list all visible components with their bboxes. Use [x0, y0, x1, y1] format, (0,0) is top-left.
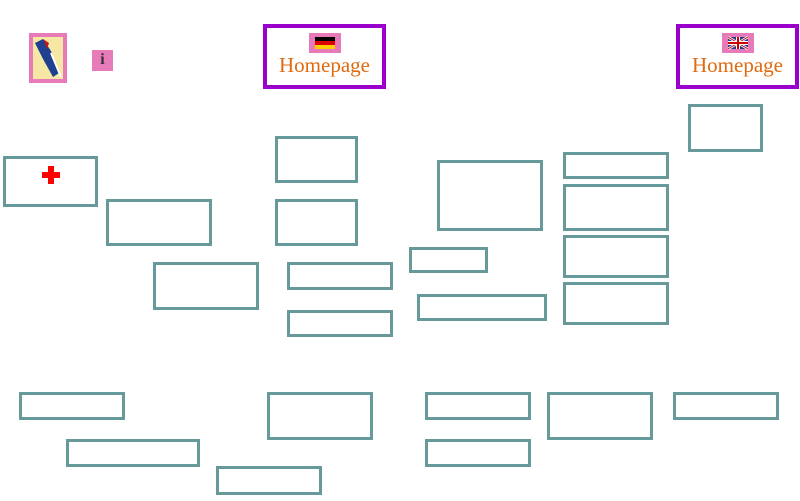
homepage-german-link[interactable]: Homepage	[263, 24, 386, 89]
link-box[interactable]	[425, 439, 531, 467]
first-aid-box[interactable]	[3, 156, 98, 207]
link-box[interactable]	[287, 310, 393, 337]
woodpecker-logo[interactable]	[29, 33, 67, 83]
red-cross-icon	[42, 166, 60, 184]
homepage-english-link[interactable]: Homepage	[676, 24, 799, 89]
link-box[interactable]	[275, 136, 358, 183]
link-box[interactable]	[563, 235, 669, 278]
link-box[interactable]	[563, 184, 669, 231]
link-box[interactable]	[688, 104, 763, 152]
link-box[interactable]	[287, 262, 393, 290]
link-box[interactable]	[19, 392, 125, 420]
link-box[interactable]	[267, 392, 373, 440]
link-box[interactable]	[275, 199, 358, 246]
link-box[interactable]	[437, 160, 543, 231]
woodpecker-logo-icon	[33, 37, 63, 79]
uk-flag-icon	[721, 33, 754, 53]
homepage-english-label: Homepage	[692, 53, 783, 77]
link-box[interactable]	[563, 152, 669, 179]
link-box[interactable]	[216, 466, 322, 495]
link-box[interactable]	[106, 199, 212, 246]
link-box[interactable]	[673, 392, 779, 420]
link-box[interactable]	[409, 247, 488, 273]
info-icon: i	[100, 51, 105, 68]
info-button[interactable]: i	[92, 50, 113, 71]
link-box[interactable]	[66, 439, 200, 467]
homepage-german-label: Homepage	[279, 53, 370, 77]
link-box[interactable]	[417, 294, 547, 321]
link-box[interactable]	[563, 282, 669, 325]
link-box[interactable]	[547, 392, 653, 440]
link-box[interactable]	[425, 392, 531, 420]
german-flag-icon	[308, 33, 341, 53]
link-box[interactable]	[153, 262, 259, 310]
